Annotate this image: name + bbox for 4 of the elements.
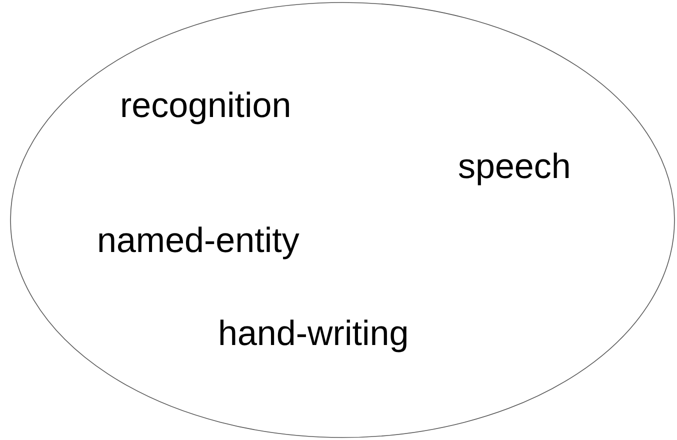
label-text: hand-writing: [218, 313, 409, 355]
label-text: speech: [458, 146, 571, 188]
label-text: recognition: [120, 85, 292, 127]
label-text: named-entity: [97, 220, 300, 262]
